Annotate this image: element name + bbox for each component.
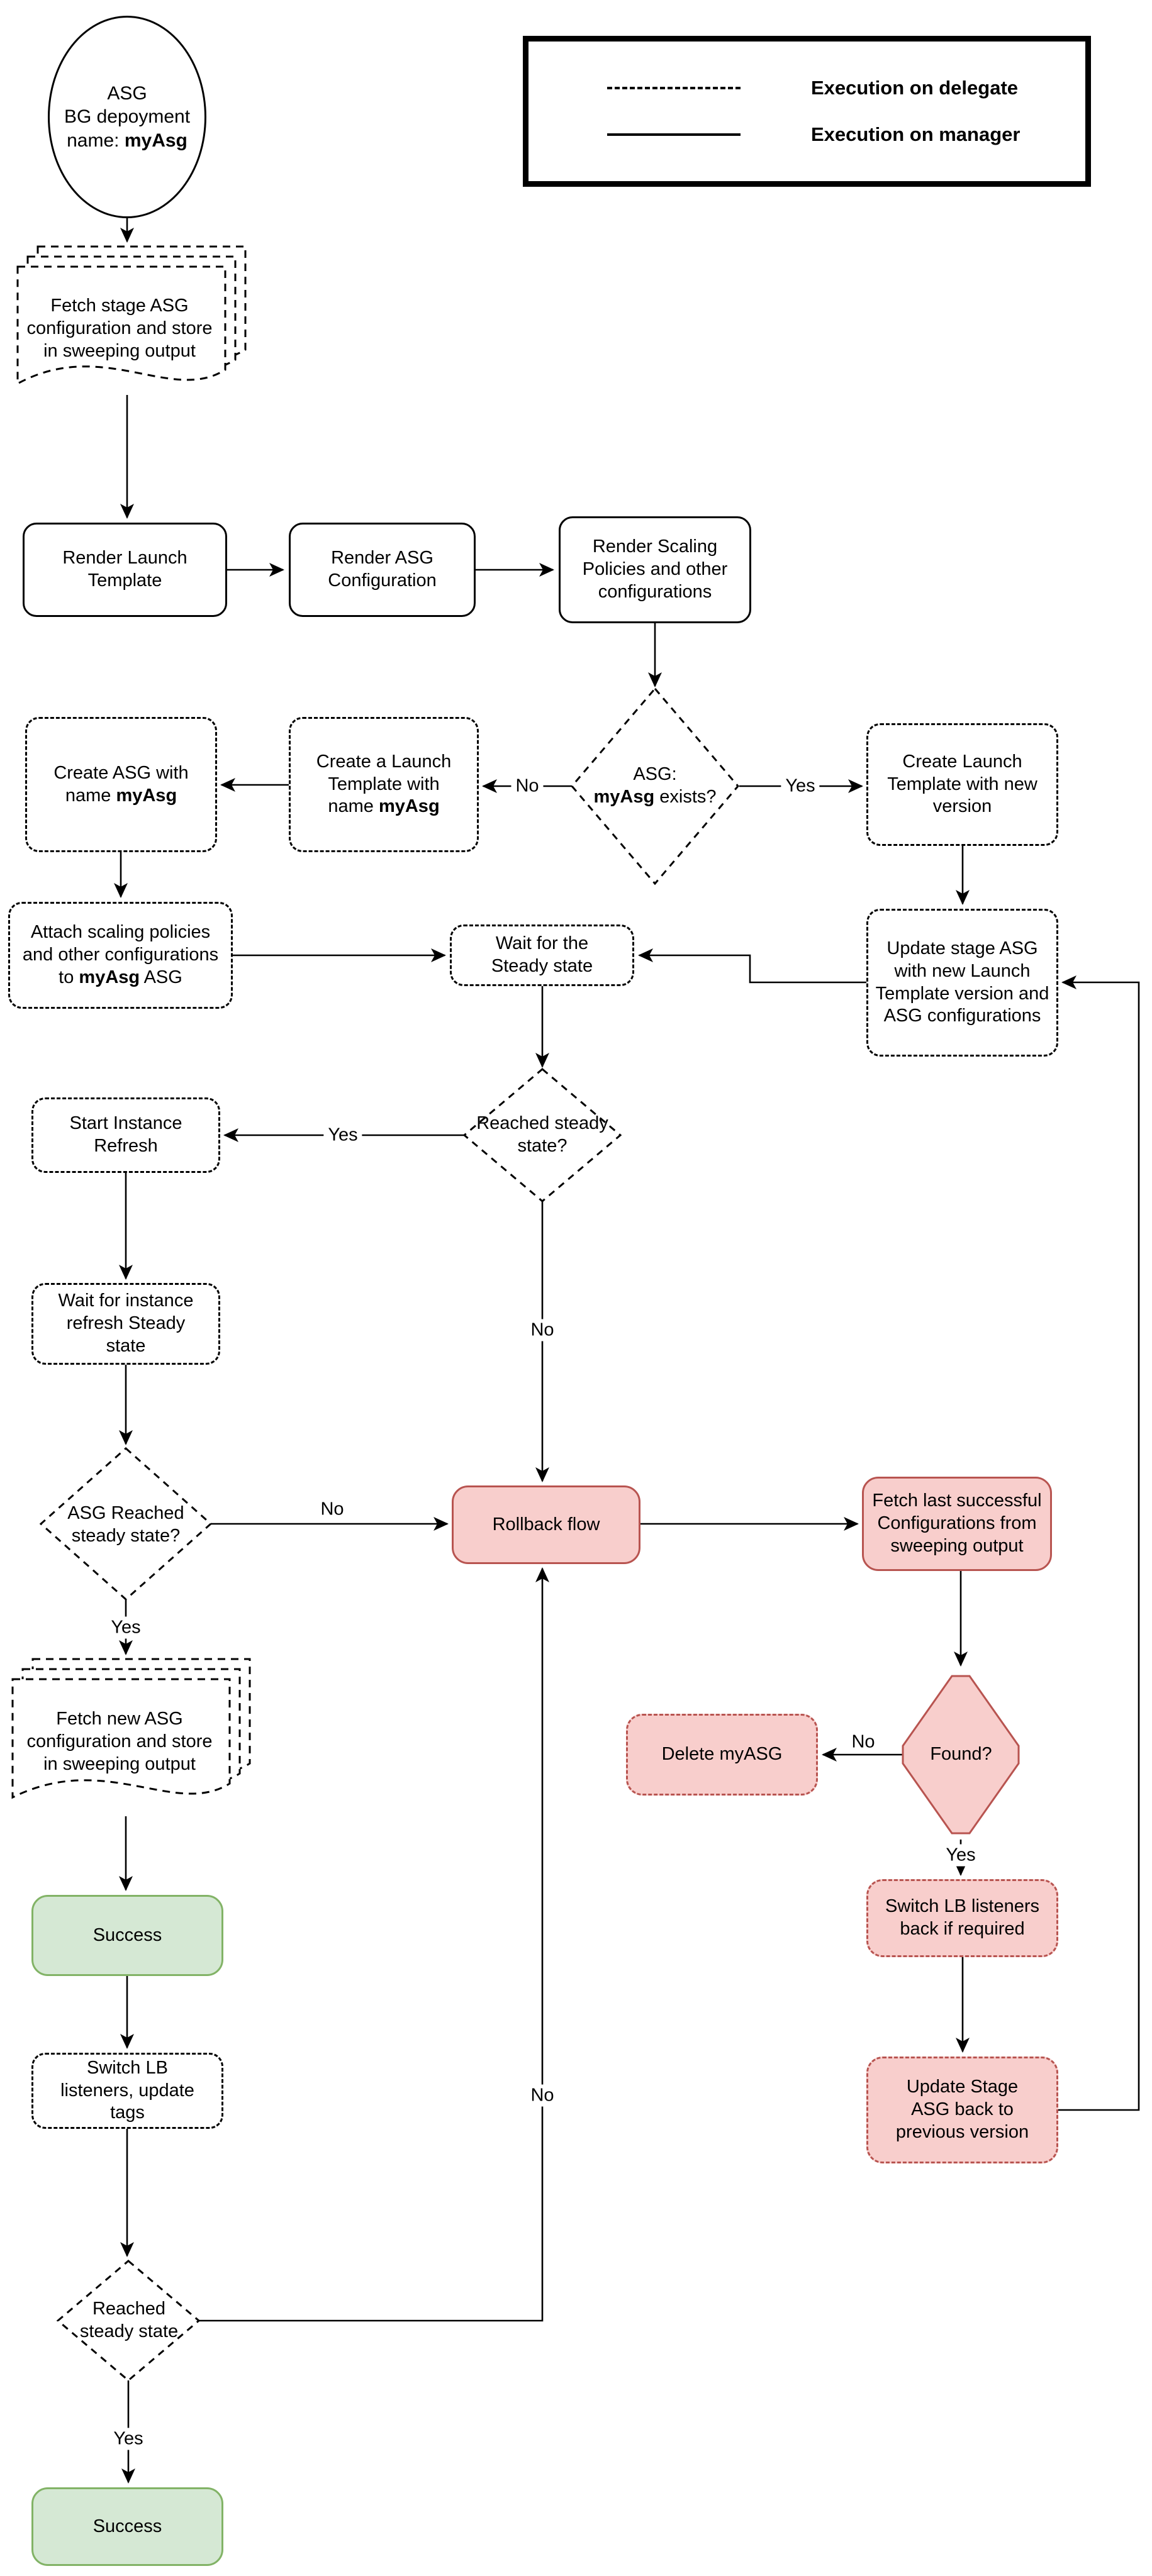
node-create-asg: Create ASG with name myAsg bbox=[25, 717, 217, 852]
node-render-launch-template: Render Launch Template bbox=[23, 523, 227, 617]
node-create-launch-template-new-version: Create Launch Template with new version bbox=[866, 723, 1058, 846]
start-node: ASG BG depoyment name: myAsg bbox=[48, 16, 206, 218]
decision-reached-steady-state: Reached steady state? bbox=[476, 1113, 608, 1156]
node-create-launch-template-myasg: Create a Launch Template with name myAsg bbox=[289, 717, 479, 852]
legend-item-manager: Execution on manager bbox=[528, 123, 1085, 146]
node-fetch-last-successful-config: Fetch last successful Configurations fro… bbox=[862, 1477, 1052, 1571]
node-start-instance-refresh: Start Instance Refresh bbox=[31, 1097, 220, 1173]
node-success-final: Success bbox=[31, 2487, 223, 2566]
legend: Execution on delegate Execution on manag… bbox=[523, 36, 1091, 187]
fetch-stage-doc-front bbox=[16, 265, 226, 386]
edge-label-found-yes: Yes bbox=[941, 1844, 980, 1867]
legend-item-delegate: Execution on delegate bbox=[528, 77, 1085, 99]
start-line3: name: myAsg bbox=[67, 130, 187, 151]
solid-line-sample bbox=[607, 133, 741, 136]
dashed-line-sample bbox=[607, 87, 741, 89]
edge-label-asg-reached-no: No bbox=[316, 1498, 349, 1521]
node-success: Success bbox=[31, 1895, 223, 1976]
edge-update-stage-to-wait-steady bbox=[638, 948, 866, 984]
legend-label-manager: Execution on manager bbox=[811, 123, 1021, 145]
decision-reached-steady-state-final: Reached steady state bbox=[79, 2299, 179, 2341]
found-diamond-shape bbox=[902, 1675, 1020, 1835]
node-delete-myasg: Delete myASG bbox=[626, 1714, 818, 1796]
reached-steady-diamond-shape bbox=[462, 1068, 622, 1202]
edge-update-back-feedback-update-stage bbox=[1058, 975, 1140, 2111]
edge-label-asg-exists-no: No bbox=[511, 775, 544, 797]
edge-label-asg-reached-yes: Yes bbox=[106, 1616, 145, 1639]
edge-reached-final-no-rollback bbox=[199, 1567, 549, 2322]
node-fetch-stage-config-doc: Fetch stage ASG configuration and store … bbox=[26, 296, 213, 361]
edge-label-found-no: No bbox=[847, 1731, 880, 1753]
asg-exists-diamond-shape bbox=[571, 687, 739, 886]
decision-shapes bbox=[39, 687, 1020, 2382]
decision-asg-exists: ASG: myAsg exists? bbox=[593, 764, 717, 807]
edge-label-reached-final-yes: Yes bbox=[109, 2428, 148, 2450]
edge-label-asg-exists-yes: Yes bbox=[781, 775, 820, 797]
node-rollback-flow: Rollback flow bbox=[452, 1485, 640, 1564]
edge-label-reached-no: No bbox=[526, 1319, 559, 1341]
decision-asg-reached-steady-state: ASG Reached steady state? bbox=[67, 1503, 184, 1546]
legend-label-delegate: Execution on delegate bbox=[811, 77, 1019, 99]
start-line1: ASG bbox=[107, 83, 147, 104]
node-switch-lb-listeners: Switch LB listeners, update tags bbox=[31, 2053, 223, 2129]
node-switch-lb-listeners-back: Switch LB listeners back if required bbox=[866, 1879, 1058, 1957]
node-render-scaling-policies: Render Scaling Policies and other config… bbox=[559, 516, 751, 623]
node-update-stage-asg: Update stage ASG with new Launch Templat… bbox=[866, 909, 1058, 1057]
node-wait-instance-refresh: Wait for instance refresh Steady state bbox=[31, 1283, 220, 1365]
fetch-new-doc-front bbox=[11, 1678, 231, 1799]
decision-found: Found? bbox=[930, 1744, 992, 1765]
start-line2: BG depoyment bbox=[64, 106, 191, 128]
node-fetch-new-asg-config-doc: Fetch new ASG configuration and store in… bbox=[26, 1709, 213, 1774]
node-wait-steady-state: Wait for the Steady state bbox=[450, 924, 634, 986]
node-attach-scaling-policies: Attach scaling policies and other config… bbox=[8, 902, 233, 1009]
reached-steady-final-diamond-shape bbox=[56, 2260, 201, 2382]
node-render-asg-configuration: Render ASG Configuration bbox=[289, 523, 476, 617]
edge-label-reached-final-no: No bbox=[526, 2084, 559, 2107]
document-shapes bbox=[11, 245, 251, 1799]
node-update-stage-asg-back: Update Stage ASG back to previous versio… bbox=[866, 2057, 1058, 2163]
asg-reached-diamond-shape bbox=[39, 1446, 213, 1601]
edge-label-reached-yes: Yes bbox=[323, 1124, 362, 1146]
